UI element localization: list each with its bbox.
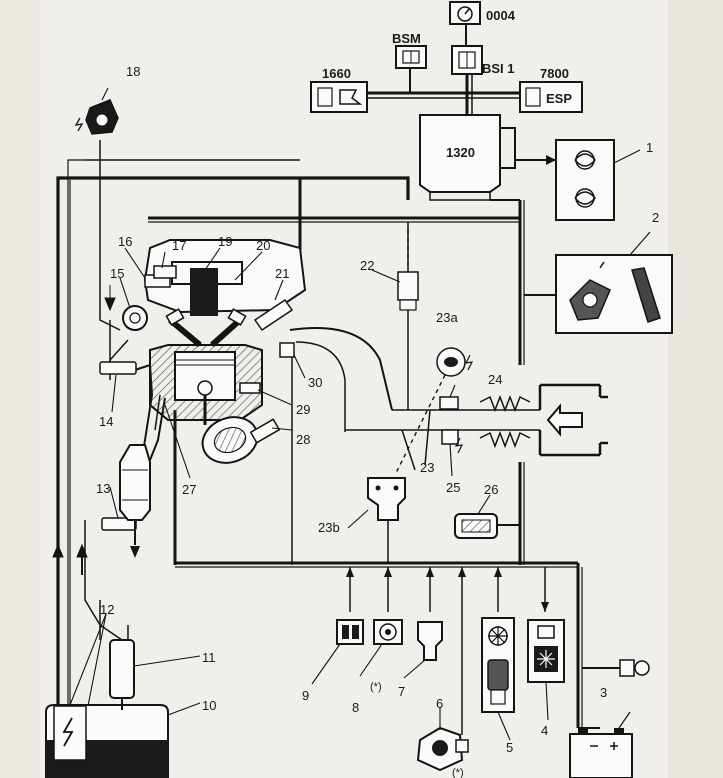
callout-22: 22 (360, 258, 374, 273)
module-7800-esp[interactable]: 7800 ESP (519, 66, 583, 113)
dashed-links (394, 230, 446, 476)
callout-8: 8 (352, 700, 359, 715)
callout-23: 23 (420, 460, 434, 475)
ecu-1320[interactable]: 1320 (419, 114, 516, 201)
callout-17: 17 (172, 238, 186, 253)
ac-control-4[interactable] (527, 619, 565, 683)
label-1660: 1660 (322, 66, 351, 81)
callout-13: 13 (96, 481, 110, 496)
callout-26: 26 (484, 482, 498, 497)
fuel-filter[interactable] (109, 639, 135, 710)
callout-16: 16 (118, 234, 132, 249)
callout-29: 29 (296, 402, 310, 417)
label-bsi: BSI 1 (482, 61, 515, 76)
label-0004: 0004 (486, 8, 516, 23)
catalytic-converter (119, 444, 151, 558)
map-sensor-22[interactable] (397, 271, 419, 311)
switch-8[interactable] (373, 619, 403, 645)
label-bsm: BSM (392, 31, 421, 46)
pedal-sensors[interactable]: 2 (555, 210, 673, 334)
diagnostic-socket-26[interactable] (454, 513, 498, 539)
can-network (365, 24, 520, 115)
pressure-sensor-23b[interactable] (367, 477, 406, 521)
callout-24: 24 (488, 372, 502, 387)
module-1660[interactable]: 1660 (310, 66, 368, 113)
callout-27: 27 (182, 482, 196, 497)
air-temp-sensor-24[interactable] (439, 396, 459, 410)
label-1320: 1320 (446, 145, 475, 160)
callout-19: 19 (218, 234, 232, 249)
signal-arrows (346, 567, 549, 612)
callout-leaders (69, 87, 549, 741)
instrument-0004[interactable]: 0004 (449, 1, 516, 25)
flow-arrows (52, 285, 116, 575)
ac-pressure-5[interactable] (481, 617, 515, 713)
label-esp: ESP (546, 91, 572, 106)
callout-7: 7 (398, 684, 405, 699)
relay-9[interactable] (336, 619, 364, 645)
callout-18: 18 (126, 64, 140, 79)
bsm-module[interactable]: BSM (392, 31, 427, 69)
label-1: 1 (646, 140, 653, 155)
callout-12: 12 (100, 602, 114, 617)
callout-15: 15 (110, 266, 124, 281)
battery-3[interactable] (569, 711, 633, 778)
callout-5: 5 (506, 740, 513, 755)
callout-9: 9 (302, 688, 309, 703)
cooling-fans[interactable]: 1 (515, 139, 653, 221)
label-2: 2 (652, 210, 659, 225)
callout-23b: 23b (318, 520, 340, 535)
callout-28: 28 (296, 432, 310, 447)
starter-6[interactable] (416, 726, 469, 772)
lamp-indicator[interactable] (619, 659, 650, 677)
engine-block (109, 239, 307, 471)
callout-3: 3 (600, 685, 607, 700)
callout-20: 20 (256, 238, 270, 253)
callout-6-star: (*) (452, 767, 464, 778)
callout-6: 6 (436, 696, 443, 711)
callout-30: 30 (308, 375, 322, 390)
cam-sensor[interactable] (122, 305, 148, 331)
label-7800: 7800 (540, 66, 569, 81)
callout-10: 10 (202, 698, 216, 713)
callout-8-star: (*) (370, 681, 382, 693)
fuel-tank[interactable] (45, 704, 169, 778)
callout-21: 21 (275, 266, 289, 281)
callout-23a: 23a (436, 310, 458, 325)
callout-14: 14 (99, 414, 113, 429)
intake-duct (479, 383, 608, 457)
bsi-module[interactable]: BSI 1 (451, 45, 515, 76)
sensor-7[interactable] (417, 621, 443, 661)
callout-4: 4 (541, 723, 548, 738)
throttle-23a[interactable] (436, 347, 474, 377)
ignition-coil[interactable] (74, 99, 119, 135)
callout-25: 25 (446, 480, 460, 495)
callout-11: 11 (202, 650, 216, 665)
callout-labels: 3 4 5 6 (*) 7 (*) 8 9 10 11 12 13 14 15 … (96, 64, 607, 778)
